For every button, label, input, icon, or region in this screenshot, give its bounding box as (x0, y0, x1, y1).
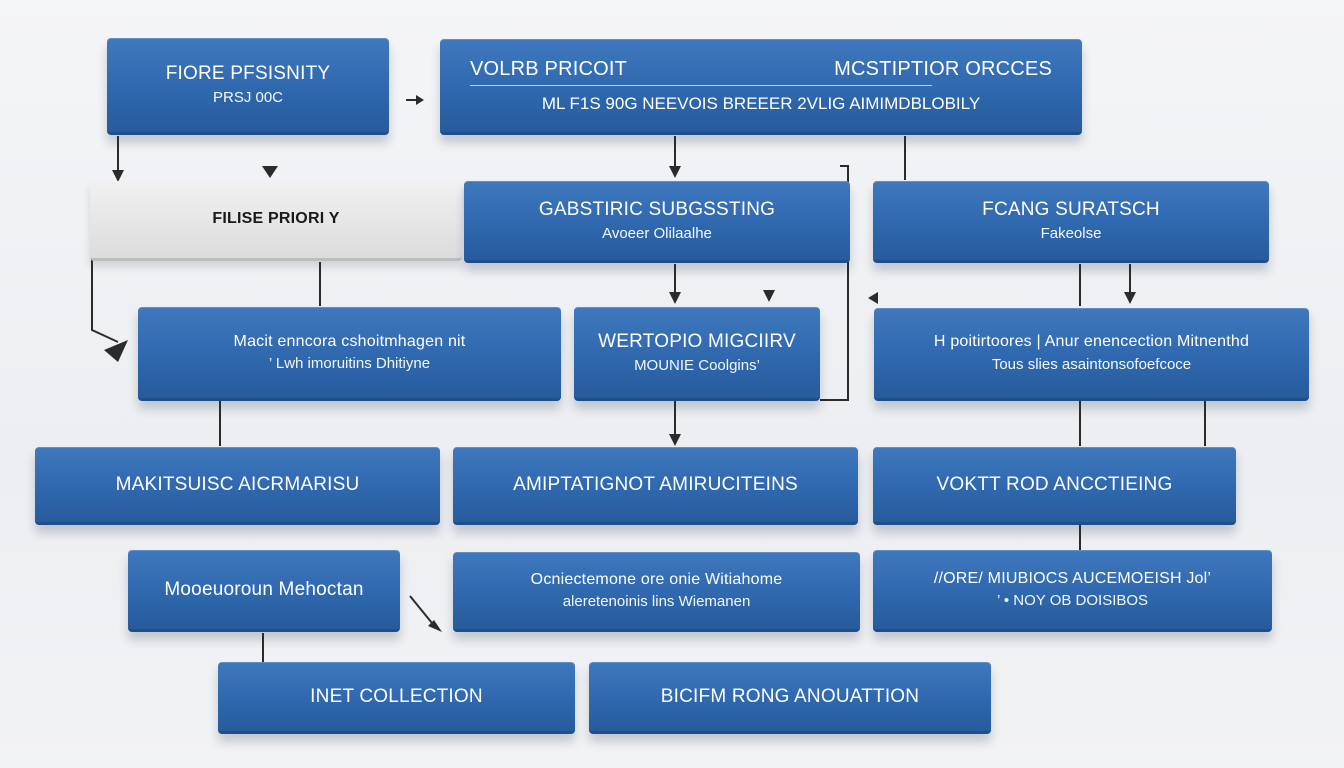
node-n4[interactable]: GABSTIRIC SUBGSSTING Avoeer Olilaalhe (464, 181, 850, 263)
node-n12[interactable]: Mooeuoroun Mehoctan (128, 550, 400, 632)
node-n1-title: FIORE PFSISNITY (165, 63, 331, 85)
node-n2-title-right: MCSTIPTIOR ORCCES (834, 57, 1052, 80)
node-n9-title: MAKITSUISC AICRMARISU (115, 473, 360, 495)
node-n4-subtitle: Avoeer Olilaalhe (602, 224, 712, 242)
node-n13-title: Ocniectemone ore onie Witiahome (530, 570, 783, 588)
node-n14-subtitle: ’ • NOY OB DOISIBOS (996, 592, 1149, 610)
arrowhead-n1-n2 (416, 95, 424, 105)
node-n14-title: //ORE/ MIUBIOCS AUCEMOEISH Jol’ (933, 569, 1212, 587)
node-n1-subtitle: PRSJ 00C (212, 89, 284, 107)
arrowhead-n7-small (763, 290, 775, 302)
node-n1[interactable]: FIORE PFSISNITY PRSJ 00C (107, 38, 389, 135)
arrowhead-n12-n13 (428, 620, 442, 632)
node-n5[interactable]: FCANG SURATSCH Fakeolse (873, 181, 1269, 263)
node-n4-title: GABSTIRIC SUBGSSTING (538, 198, 776, 220)
node-n5-title: FCANG SURATSCH (982, 198, 1160, 220)
node-n7[interactable]: WERTOPIO MIGCIIRV MOUNIE Coolgins’ (574, 307, 820, 401)
node-n2-subtitle: ML F1S 90G NEEVOIS BREEER 2VLIG AIMIMDBL… (541, 93, 981, 113)
connector-n12-n13 (409, 595, 437, 629)
node-n16-title: BICIFM RONG ANOUATTION (660, 685, 920, 707)
node-n8-subtitle: Tous slies asaintonsofoefcoce (991, 355, 1192, 373)
node-n13-subtitle: aleretenoinis lins Wiemanen (562, 593, 751, 611)
node-n8[interactable]: H poitirtoores | Anur enencection Mitnen… (874, 308, 1309, 401)
node-n7-title: WERTOPIO MIGCIIRV (598, 330, 796, 352)
node-n6[interactable]: Macit enncora cshoitmhagen nit ’ Lwh imo… (138, 307, 561, 401)
node-n13[interactable]: Ocniectemone ore onie Witiahome alereten… (453, 552, 860, 632)
node-n6-subtitle: ’ Lwh imoruitins Dhitiyne (268, 355, 431, 373)
node-n6-title: Macit enncora cshoitmhagen nit (233, 332, 466, 350)
node-n11-title: VOKTT ROD ANCCTIEING (936, 473, 1173, 495)
arrowhead-n7-n10 (669, 434, 681, 446)
node-n2-underline (470, 84, 932, 86)
arrowhead-top-left (262, 166, 278, 178)
node-n5-subtitle: Fakeolse (1040, 224, 1102, 242)
node-n14[interactable]: //ORE/ MIUBIOCS AUCEMOEISH Jol’ ’ • NOY … (873, 550, 1272, 632)
arrowhead-n2-n4 (669, 166, 681, 178)
node-n8-title: H poitirtoores | Anur enencection Mitnen… (933, 333, 1250, 351)
node-n9[interactable]: MAKITSUISC AICRMARISU (35, 447, 440, 525)
node-n15-title: INET COLLECTION (310, 685, 483, 707)
node-n3-title: FILISE PRIORI Y (212, 210, 340, 228)
node-n11[interactable]: VOKTT ROD ANCCTIEING (873, 447, 1236, 525)
arrowhead-n5-n8 (1124, 292, 1136, 304)
arrowhead-n4-n7 (669, 292, 681, 304)
node-n15[interactable]: INET COLLECTION (218, 662, 575, 734)
node-n2-title: VOLRB PRICOIT (470, 57, 628, 80)
node-n12-title: Mooeuoroun Mehoctan (164, 578, 364, 600)
node-n7-subtitle: MOUNIE Coolgins’ (634, 356, 760, 374)
node-n10[interactable]: AMIPTATIGNOT AMIRUCITEINS (453, 447, 858, 525)
node-n16[interactable]: BICIFM RONG ANOUATTION (589, 662, 991, 734)
node-n3[interactable]: FILISE PRIORI Y (90, 181, 462, 261)
arrowhead-n3-n6 (104, 340, 128, 362)
arrowhead-right-left (868, 292, 878, 304)
node-n2[interactable]: VOLRB PRICOIT MCSTIPTIOR ORCCES ML F1S 9… (440, 39, 1082, 135)
node-n10-title: AMIPTATIGNOT AMIRUCITEINS (513, 473, 798, 495)
